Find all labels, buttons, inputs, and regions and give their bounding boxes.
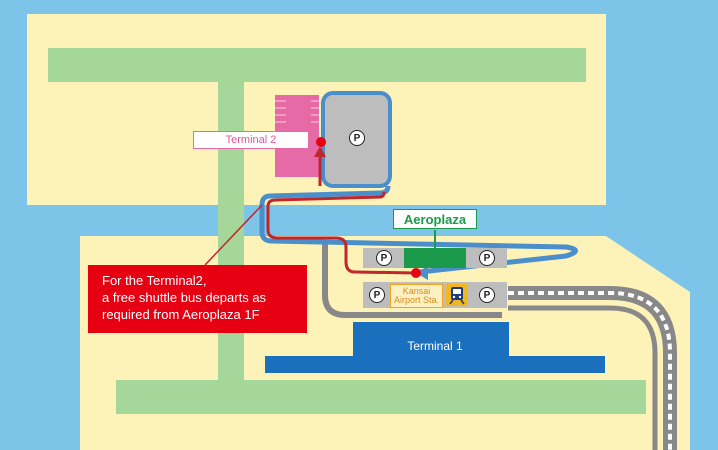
- shuttle-route: [266, 191, 417, 275]
- callout-line-3: required from Aeroplaza 1F: [102, 307, 260, 322]
- aeroplaza-label: Aeroplaza: [393, 209, 477, 229]
- shuttle-bus-callout: For the Terminal2, a free shuttle bus de…: [88, 265, 307, 333]
- station-label-line1: Kansai: [402, 286, 431, 296]
- train-icon: [446, 284, 468, 306]
- parking-icon: P: [369, 287, 385, 303]
- rail-inner: [508, 305, 658, 450]
- access-road: [322, 242, 502, 318]
- parking-icon: P: [349, 130, 365, 146]
- runway-strip-bottom: [116, 380, 646, 414]
- parking-icon: P: [376, 250, 392, 266]
- callout-leader: [204, 204, 263, 266]
- aeroplaza-building: [404, 248, 466, 268]
- kansai-airport-station-label: Kansai Airport Sta.: [390, 284, 443, 308]
- return-arrow: [416, 266, 428, 280]
- callout-line-2: a free shuttle bus departs as: [102, 290, 267, 305]
- station-label-line2: Airport Sta.: [393, 295, 440, 305]
- route-arrow-up: [314, 146, 326, 157]
- terminal1-label: Terminal 1: [378, 336, 492, 355]
- runway-strip-vertical: [218, 82, 244, 382]
- parking-icon: P: [479, 250, 495, 266]
- parking-icon: P: [479, 287, 495, 303]
- aeroplaza-stop-dot: [411, 268, 421, 278]
- callout-line-1: For the Terminal2,: [102, 273, 207, 288]
- terminal2-label: Terminal 2: [193, 131, 309, 149]
- rail-ties: [508, 291, 672, 450]
- runway-strip-top: [48, 48, 586, 82]
- terminal1-wing: [265, 356, 605, 373]
- terminal2-stop-dot: [316, 137, 326, 147]
